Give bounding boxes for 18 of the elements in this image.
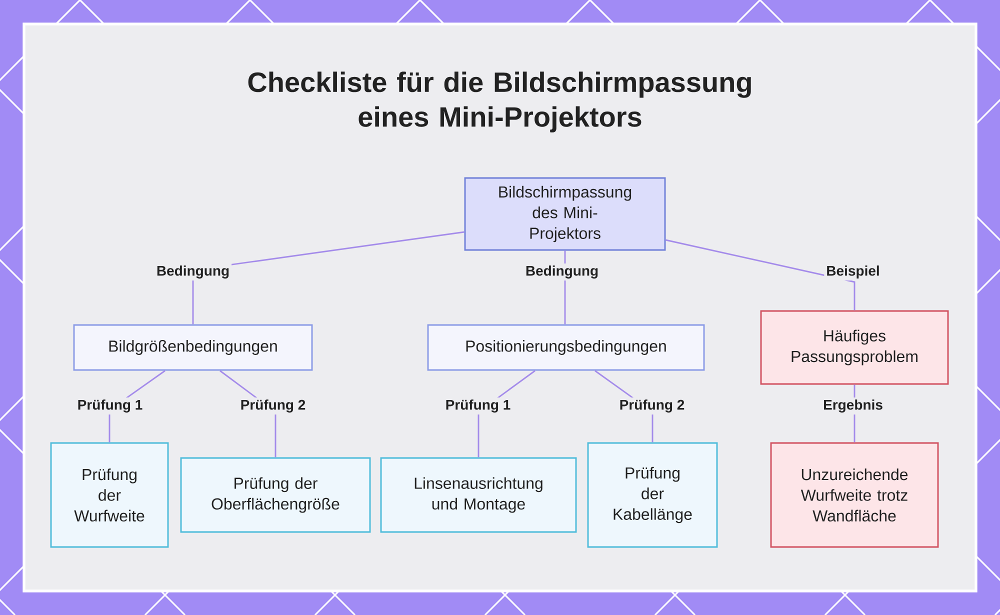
edge-label: Beispiel [824,263,882,281]
process-box: Häufiges Passungsproblem [760,310,949,385]
process-box: Bildschirmpassung des Mini-Projektors [464,177,666,251]
process-box: Prüfung der Oberflächengröße [180,457,371,533]
process-box: Linsenausrichtung und Montage [380,457,577,533]
edge-label: Prüfung 1 [443,397,513,415]
process-box: Bildgrößenbedingungen [73,324,313,371]
edge-label: Prüfung 2 [238,397,308,415]
process-box: Unzureichende Wurfweite trotz Wandfläche [770,442,939,548]
edge-label: Bedingung [523,263,601,281]
process-box: Prüfung der Kabellänge [587,442,718,548]
process-box: Positionierungsbedingungen [427,324,705,371]
edge-label: Ergebnis [821,397,885,415]
process-box: Prüfung der Wurfweite [50,442,169,548]
edge-label: Prüfung 2 [617,397,687,415]
edge-label: Prüfung 1 [75,397,145,415]
title: Checkliste für die Bildschirmpassung eines Mini-Projektors [248,72,751,132]
edge-label: Bedingung [154,263,232,281]
